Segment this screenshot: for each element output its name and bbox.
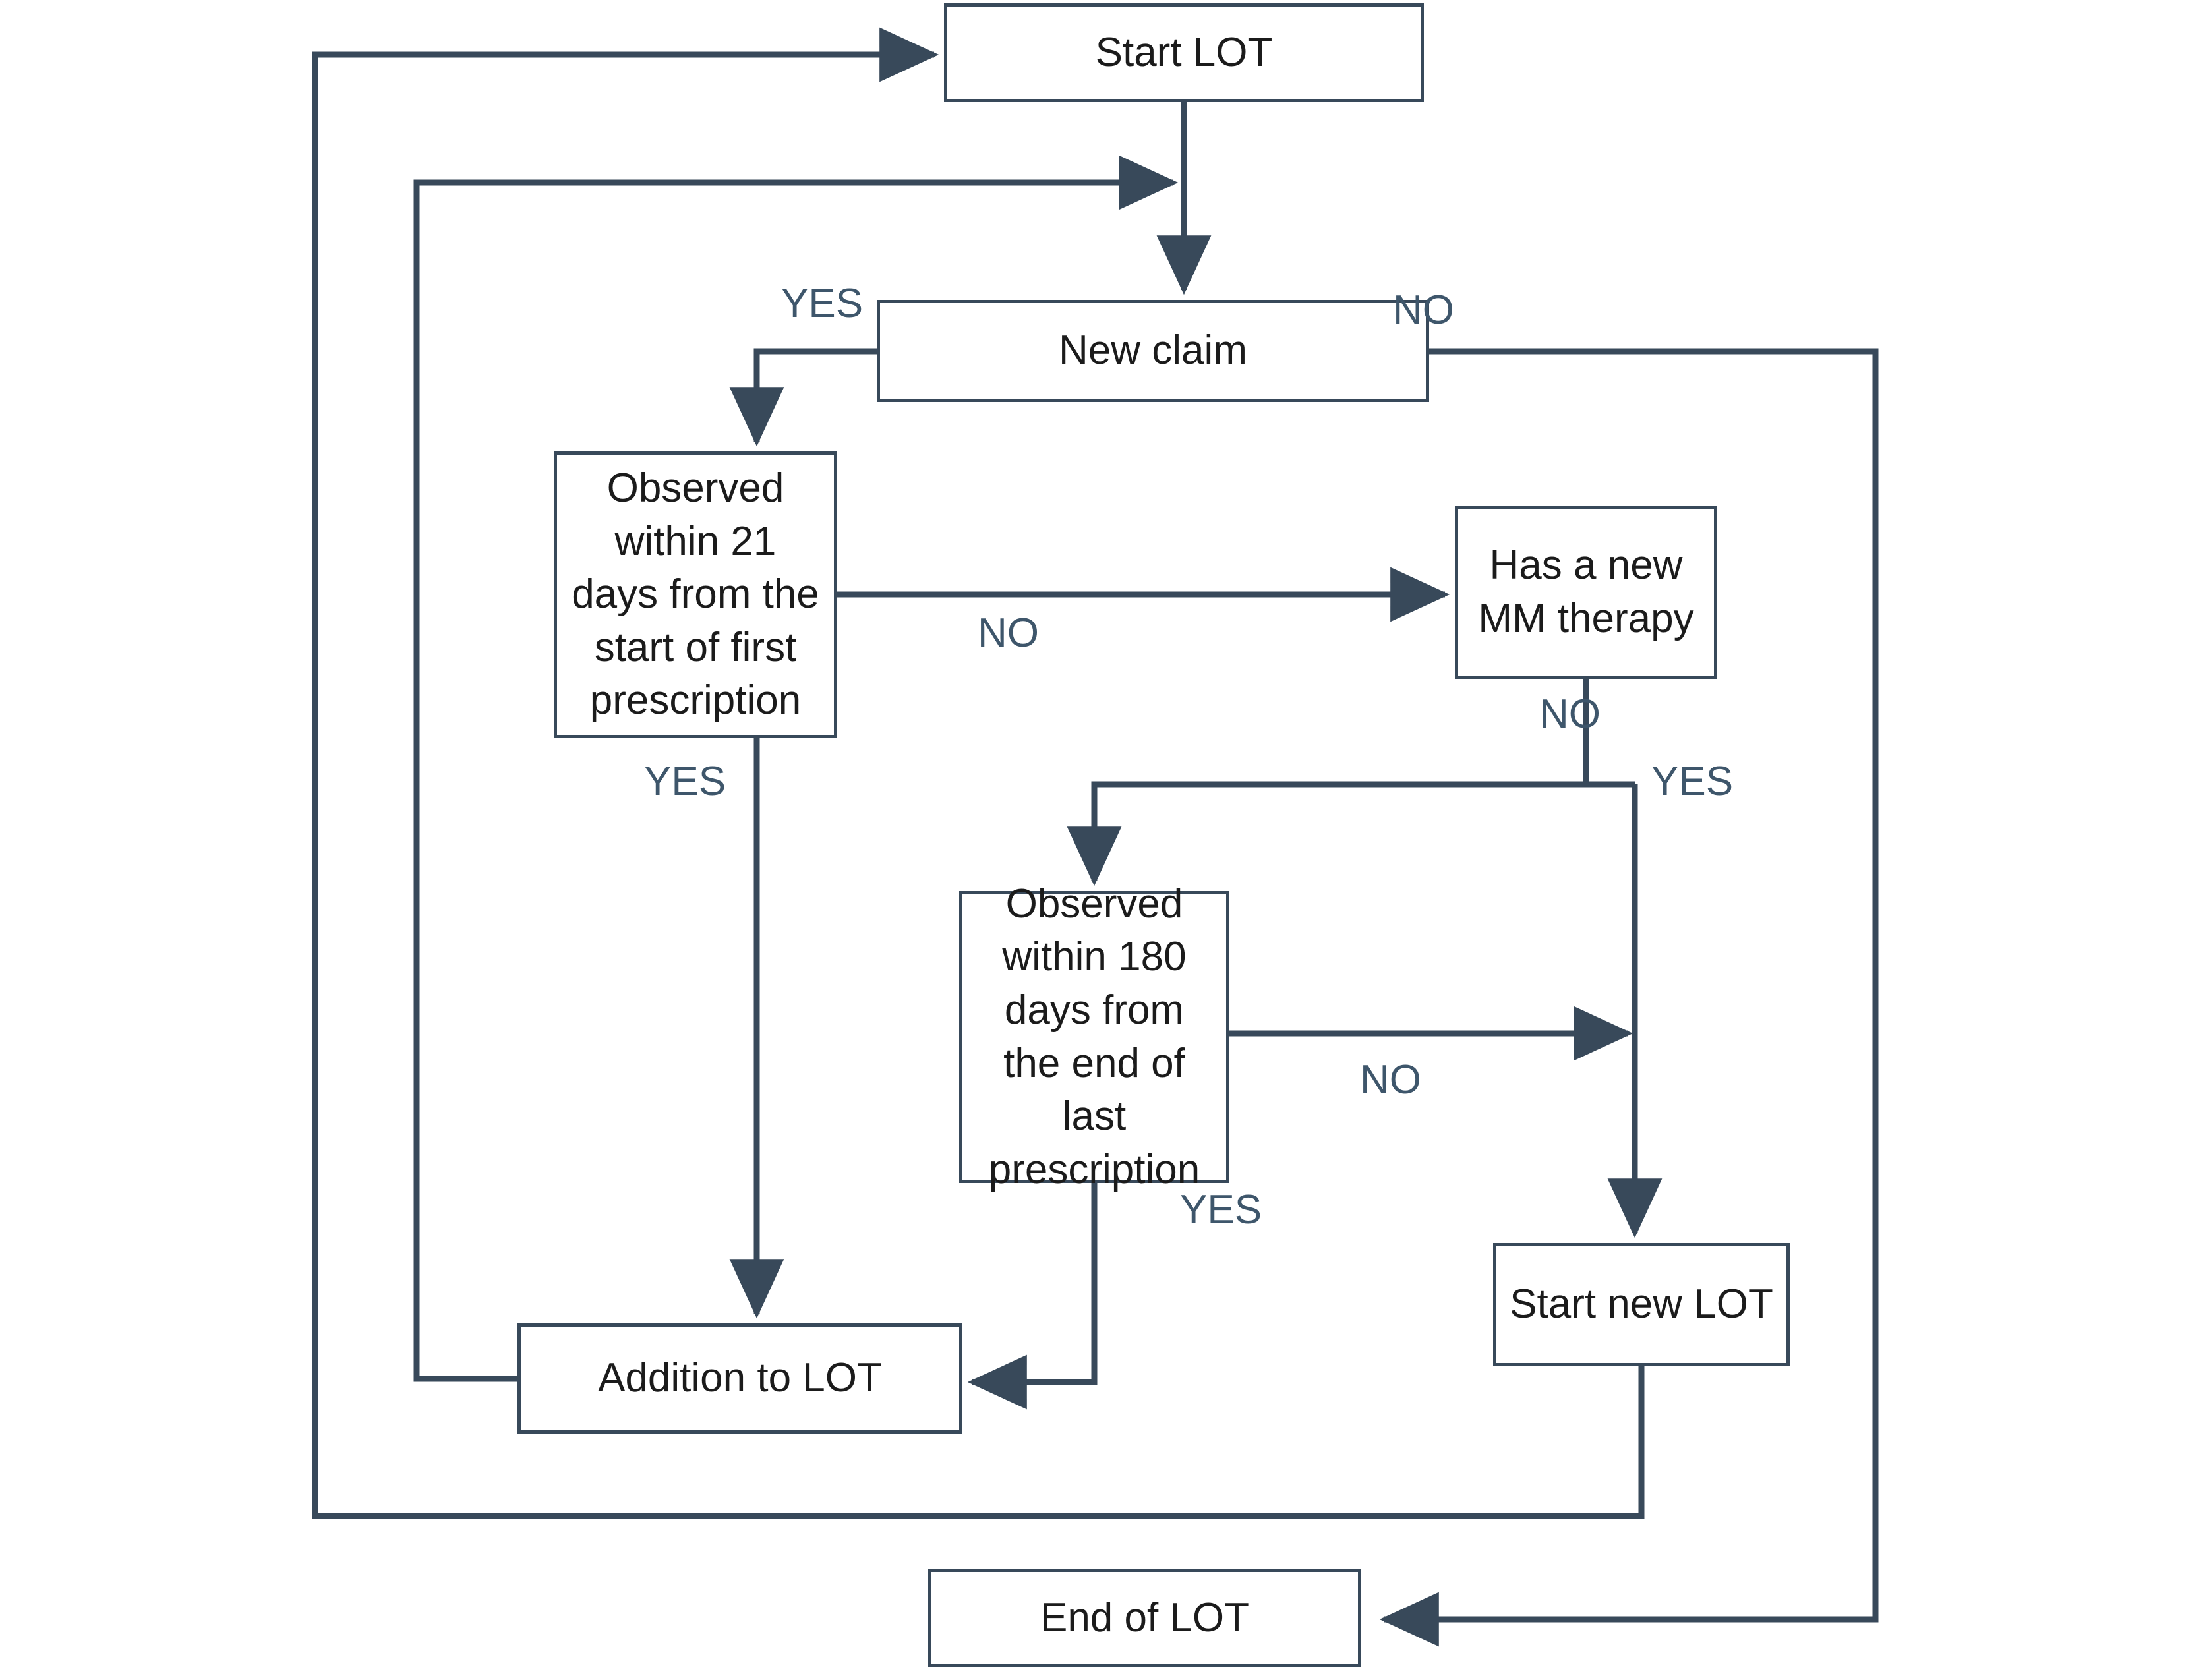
node-label: New claim xyxy=(1059,328,1247,374)
edge-addition-loop-newclaim xyxy=(413,155,1179,1382)
edge-newclaim-no xyxy=(1379,348,1879,1647)
edge-label-observed-21-no: NO xyxy=(978,610,1039,656)
node-start-lot[interactable]: Start LOT xyxy=(944,3,1424,102)
node-label: Start new LOT xyxy=(1510,1281,1773,1327)
edge-hasmm-no xyxy=(1067,679,1589,886)
node-has-a-new-mm-therapy[interactable]: Has a new MM therapy xyxy=(1455,506,1717,679)
node-observed-within-180-days[interactable]: Observed within 180 days from the end of… xyxy=(959,881,1229,1192)
edge-label-observed-180-no: NO xyxy=(1360,1057,1421,1103)
node-end-of-lot[interactable]: End of LOT xyxy=(928,1569,1361,1667)
edge-label-has-new-mm-no: NO xyxy=(1539,691,1601,737)
node-label: Has a new MM therapy xyxy=(1478,542,1694,641)
edge-startnew-loop-startlot xyxy=(312,27,1645,1519)
node-new-claim[interactable]: New claim xyxy=(877,300,1429,402)
edge-label-observed-21-yes: YES xyxy=(644,759,726,804)
node-addition-to-lot[interactable]: Addition to LOT xyxy=(517,1323,962,1434)
node-start-new-lot[interactable]: Start new LOT xyxy=(1493,1243,1790,1366)
edge-label-new-claim-yes: YES xyxy=(781,281,864,326)
edge-newclaim-yes xyxy=(729,348,877,447)
node-label: Observed within 21 days from the start o… xyxy=(572,465,819,724)
edge-label-new-claim-no: NO xyxy=(1393,287,1454,333)
node-label: Observed within 180 days from the end of… xyxy=(988,881,1200,1192)
edge-label-has-new-mm-yes: YES xyxy=(1651,759,1734,804)
node-label: End of LOT xyxy=(1040,1594,1250,1640)
node-label: Addition to LOT xyxy=(598,1355,882,1401)
edge-label-observed-180-yes: YES xyxy=(1180,1187,1262,1232)
node-observed-within-21-days[interactable]: Observed within 21 days from the start o… xyxy=(554,451,837,738)
node-label: Start LOT xyxy=(1095,29,1273,75)
edge-obs180-yes xyxy=(967,1183,1098,1410)
